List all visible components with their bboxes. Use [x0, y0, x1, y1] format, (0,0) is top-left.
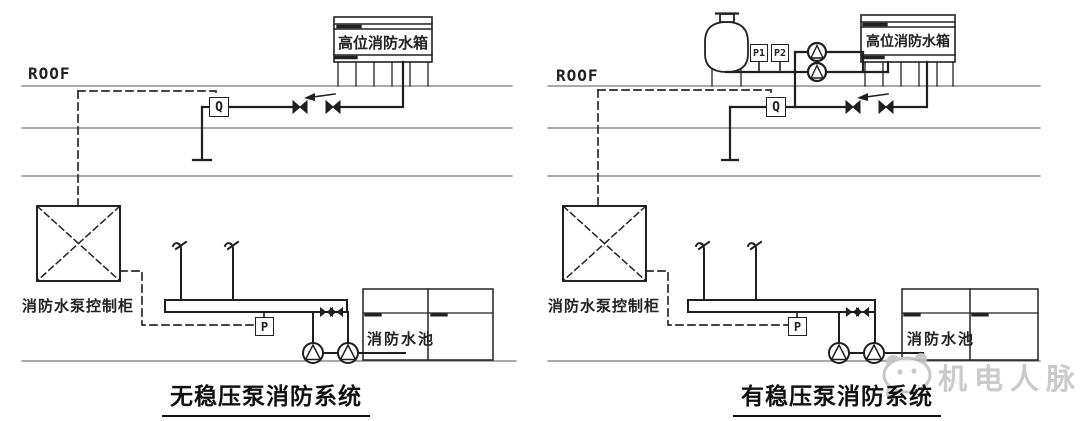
left-tank-legs [337, 61, 429, 87]
left-gate-valve-icon [292, 99, 341, 115]
left-high-tank [333, 16, 433, 87]
left-caption: 无稳压泵消防系统 [162, 377, 370, 417]
right-gate-valve-icon [845, 99, 894, 115]
riser-hook [694, 240, 711, 301]
riser-hook [171, 240, 188, 301]
right-pressure-switch-box: P [788, 317, 807, 336]
left-check-valve-icon [304, 93, 336, 101]
right-flow-meter-box: Q [766, 97, 786, 117]
right-pool-label: 消防水池 [907, 331, 976, 348]
right-roof-piping [720, 60, 929, 162]
right-fire-pumps [828, 311, 924, 364]
left-flow-meter-box: Q [209, 97, 229, 117]
pump-triangle [809, 63, 825, 79]
pump-triangle [865, 343, 883, 361]
right-caption: 有稳压泵消防系统 [733, 377, 941, 417]
riser-hook [223, 240, 240, 301]
right-tank-legs [864, 61, 954, 87]
left-diagram [21, 16, 517, 364]
pump-triangle [304, 343, 322, 361]
right-fire-pool [901, 288, 1039, 361]
pump-triangle [339, 343, 357, 361]
right-diagram [547, 12, 1041, 364]
pressure-gauge-p2-box: P2 [771, 44, 789, 62]
left-roof-label: ROOF [28, 64, 71, 83]
pump-triangle [830, 343, 848, 361]
left-pool-label: 消防水池 [367, 331, 436, 348]
right-tank-label: 高位消防水箱 [866, 33, 950, 49]
jockey-pump-icon [806, 61, 828, 83]
left-tank-label: 高位消防水箱 [337, 35, 428, 52]
left-supply-header [164, 240, 348, 319]
jockey-pump-loop [724, 41, 890, 109]
left-pressure-switch-box: P [255, 317, 274, 336]
jockey-pump-icon [806, 41, 828, 63]
left-header-check-valves [320, 307, 343, 317]
right-header-check-valves [846, 307, 869, 317]
right-high-tank [860, 14, 956, 87]
pump-triangle [809, 43, 825, 59]
left-control-cable [77, 90, 256, 326]
right-supply-header [687, 240, 876, 319]
pressure-gauge-p1-box: P1 [750, 44, 768, 62]
watermark-text: 机电人脉 [938, 364, 1080, 396]
left-control-cabinet [35, 204, 122, 283]
left-roof-piping [191, 60, 405, 162]
right-control-cable [597, 89, 789, 326]
left-cabinet-label: 消防水泵控制柜 [21, 298, 134, 315]
left-floor-lines [21, 85, 517, 362]
pressure-tank-icon [704, 12, 749, 87]
left-fire-pumps [302, 311, 406, 364]
riser-hook [746, 240, 763, 301]
watermark-logo-icon [882, 353, 932, 399]
right-cabinet-label: 消防水泵控制柜 [547, 298, 660, 315]
right-check-valve-icon [857, 93, 889, 101]
left-fire-pool [362, 288, 494, 361]
right-control-cabinet [561, 204, 648, 283]
right-roof-label: ROOF [556, 66, 599, 85]
